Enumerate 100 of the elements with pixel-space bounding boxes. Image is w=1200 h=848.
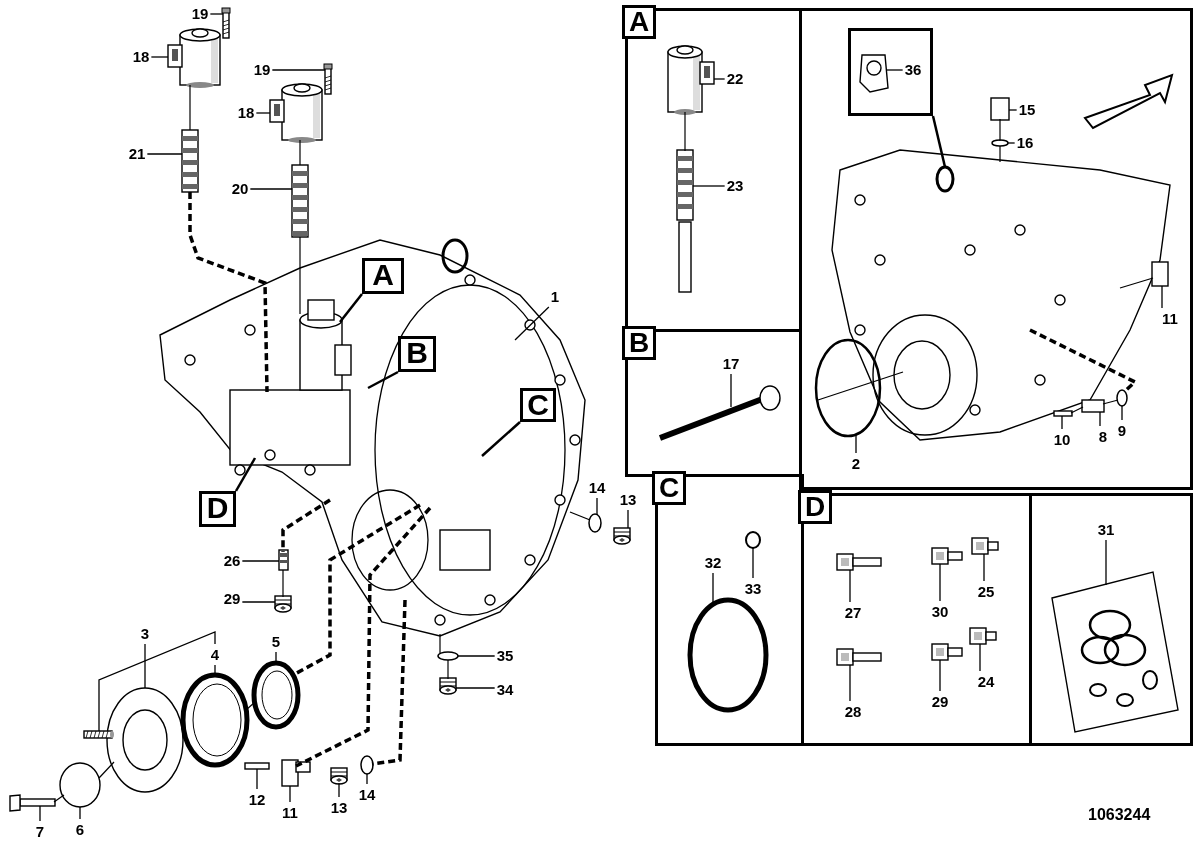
valve-spool-drawing [676,149,694,293]
leader-line [271,69,326,71]
leader-line [256,768,258,790]
assembly-line [53,794,65,803]
valve-insert-drawing [278,549,289,571]
assembly-line [447,659,449,680]
leader-line [39,805,41,822]
leader-line [596,497,598,516]
assembly-line [282,569,284,598]
detail-panel [799,8,1193,490]
assembly-line [299,236,301,315]
valve-insert-drawing [971,537,999,555]
detail-panel [655,474,804,746]
leader-line [209,13,224,15]
callout-number: 11 [1162,310,1178,327]
callout-number: 22 [726,70,744,87]
callout-number: 35 [496,647,514,664]
detail-panel [1029,493,1193,746]
leader-line [1105,539,1107,586]
callout-number: 12 [248,791,266,808]
leader-line [730,373,732,408]
leader-line [367,370,399,390]
assembly-line [684,111,686,152]
o-ring-drawing [814,338,882,438]
callout-number: 19 [253,61,271,78]
leader-line [1007,142,1016,144]
assembly-line [98,761,115,779]
pin-drawing [658,385,781,441]
callout-number: 21 [128,145,146,162]
o-ring-drawing [687,597,769,713]
leader-line [289,785,291,803]
callout-number: 18 [132,48,150,65]
plug-drawing [613,527,631,545]
o-ring-drawing [991,139,1009,147]
leader-line [939,563,941,602]
callout-number: 4 [210,646,220,663]
solenoid-valve-drawing [167,28,221,88]
valve-spool-drawing [291,164,309,238]
solenoid-valve-drawing [667,45,715,115]
callout-number: 19 [191,5,209,22]
leader-line [983,553,985,582]
screw-drawing [221,7,231,39]
leader-line [712,572,714,604]
assembly-line [439,633,441,654]
leader-line [1008,109,1018,111]
plug-drawing [330,767,348,785]
leader-line [457,655,496,657]
dashed-assembly-line [281,498,331,552]
callout-number: 24 [977,673,995,690]
panel-letter: C [652,471,686,505]
callout-number: 15 [1018,101,1036,118]
callout-number: 30 [931,603,949,620]
leader-line [455,687,496,689]
bolt-drawing [836,553,882,571]
leader-line [1061,415,1063,430]
leader-line [514,306,550,341]
leader-line [713,78,726,80]
callout-number: 32 [704,554,722,571]
leader-line [1099,411,1101,427]
callout-number: 13 [330,799,348,816]
dashed-assembly-line [371,599,407,766]
leader-line [79,806,81,820]
solenoid-valve-drawing [269,83,323,143]
assembly-line [1119,277,1154,289]
o-ring-drawing [1116,389,1128,407]
callout-number: 29 [223,590,241,607]
o-ring-drawing [588,513,602,533]
washer-drawing [59,762,101,808]
callout-number: 17 [722,355,740,372]
assembly-line [299,139,301,166]
callout-number: 34 [496,681,514,698]
leader-line [849,664,851,702]
leader-line [338,782,340,798]
leader-line [255,112,271,114]
o-ring-drawing [360,755,374,775]
leader-line [234,457,257,492]
callout-number: 11 [282,804,298,821]
gasket-drawing [859,54,889,93]
bolt-drawing [9,794,56,812]
fitting-drawing [1151,261,1169,287]
valve-insert-drawing [969,627,997,645]
leader-line [241,601,276,603]
seal-drawing [251,660,301,730]
leader-line [481,421,521,457]
bolt-drawing [244,762,270,770]
leader-line [241,560,280,562]
assembly-line [189,84,191,131]
leader-line [98,631,216,732]
bolt-drawing [1053,410,1073,417]
callout-number: 7 [35,823,45,840]
callout-number: 16 [1016,134,1034,151]
plug-drawing [931,643,963,661]
assembly-line [1102,399,1119,405]
callout-number: 13 [619,491,637,508]
o-ring-drawing [437,651,459,661]
callout-number: 23 [726,177,744,194]
plug-drawing [931,547,963,565]
leader-line [855,433,857,454]
callout-number: 25 [977,583,995,600]
leader-line [939,659,941,692]
